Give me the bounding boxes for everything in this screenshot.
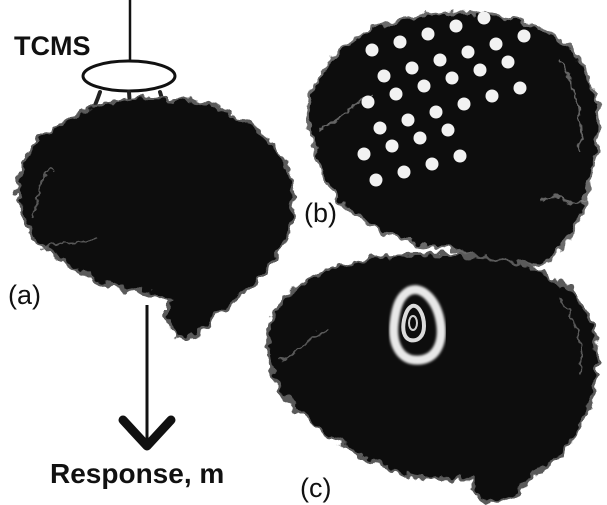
electrode-dot — [450, 20, 463, 33]
panel-b-label: (b) — [304, 198, 337, 228]
electrode-dot — [502, 56, 515, 69]
panel-c: (c) — [267, 254, 597, 503]
electrode-dot — [474, 64, 487, 77]
electrode-dot — [366, 44, 379, 57]
electrode-dot — [362, 96, 375, 109]
brain-c — [267, 254, 597, 502]
electrode-dot — [370, 174, 383, 187]
electrode-dot — [454, 150, 467, 163]
electrode-dot — [458, 98, 471, 111]
electrode-dot — [434, 54, 447, 67]
electrode-dot — [386, 140, 399, 153]
electrode-dot — [406, 62, 419, 75]
stimulation-coil — [83, 61, 175, 91]
electrode-dot — [390, 88, 403, 101]
electrode-dot — [430, 106, 443, 119]
electrode-dot — [442, 124, 455, 137]
electrode-dot — [478, 12, 491, 25]
electrode-dot — [422, 28, 435, 41]
electrode-dot — [378, 70, 391, 83]
electrode-dot — [490, 38, 503, 51]
brain-b — [308, 12, 598, 269]
electrode-dot — [426, 158, 439, 171]
electrode-dot — [418, 80, 431, 93]
electrode-dot — [486, 90, 499, 103]
electrode-dot — [514, 82, 527, 95]
electrode-dot — [414, 132, 427, 145]
panel-a: TCMS (a) Response, m — [8, 0, 294, 489]
electrode-dot — [518, 30, 531, 43]
panel-b: (b) — [304, 12, 598, 269]
electrode-dot — [462, 46, 475, 59]
panel-c-label: (c) — [300, 473, 331, 503]
coil-label: TCMS — [14, 31, 91, 61]
electrode-dot — [394, 36, 407, 49]
brain-a — [18, 98, 293, 336]
electrode-dot — [446, 72, 459, 85]
electrode-dot — [402, 114, 415, 127]
electrode-dot — [398, 166, 411, 179]
electrode-dot — [374, 122, 387, 135]
electrode-dot — [358, 148, 371, 161]
panel-a-label: (a) — [8, 280, 41, 310]
response-label: Response, m — [50, 458, 224, 489]
